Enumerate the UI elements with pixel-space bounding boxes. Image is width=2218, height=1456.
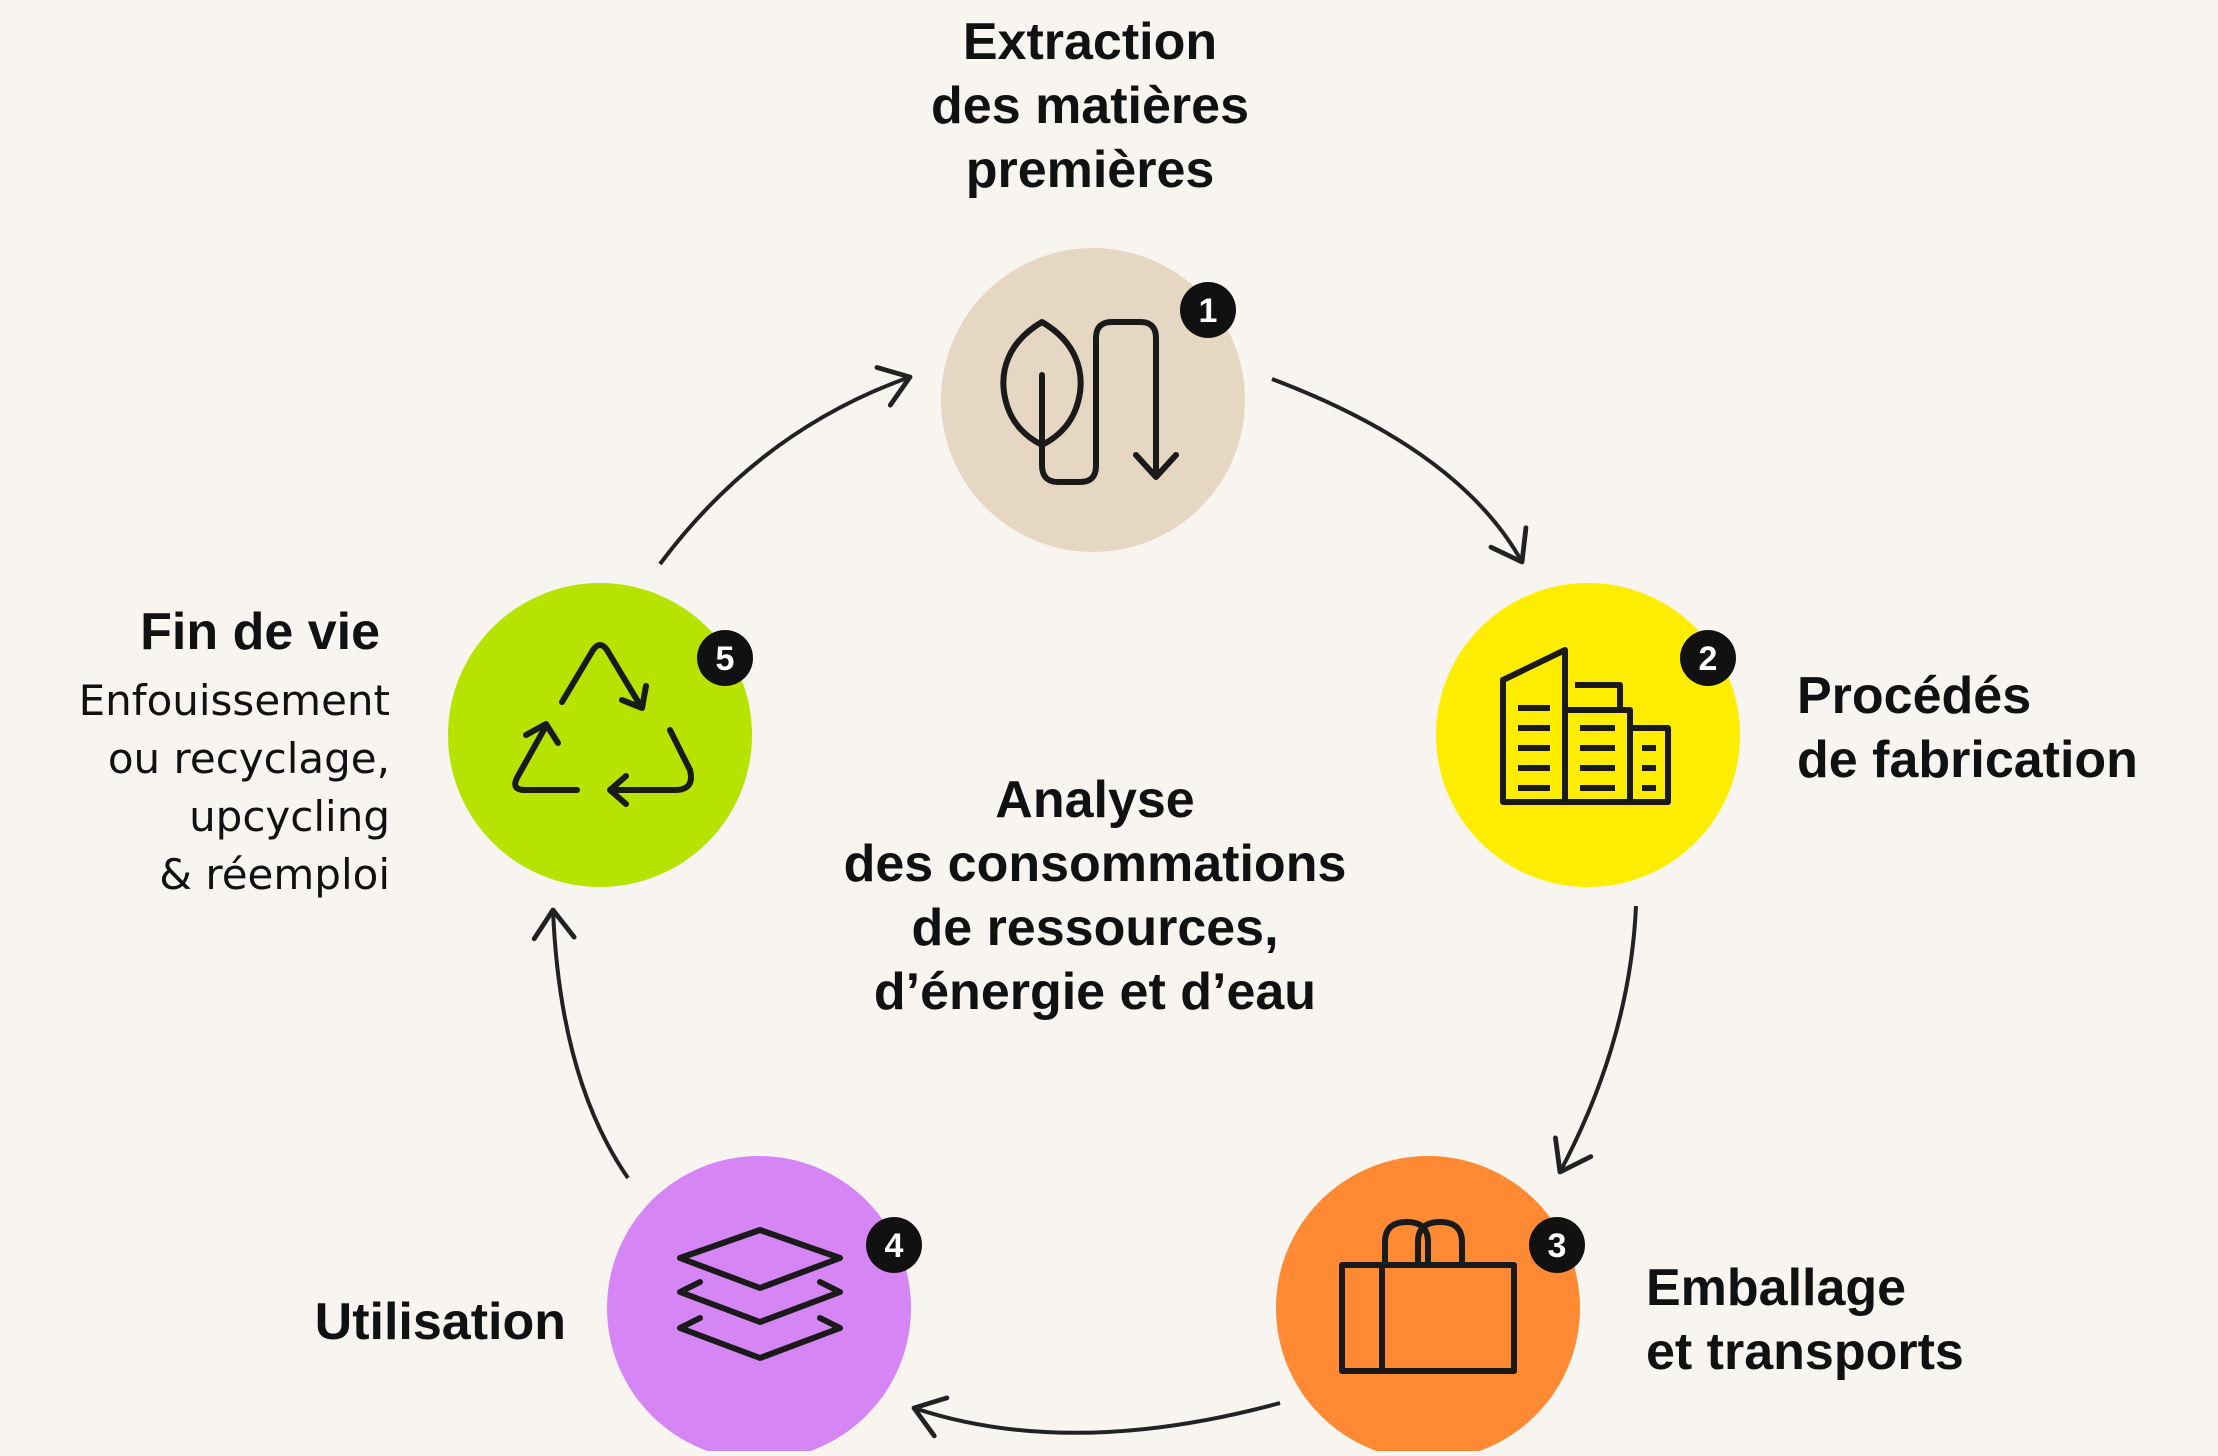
step-2-label: Procédés de fabrication (1797, 667, 2138, 789)
step-5-number: 5 (716, 640, 735, 678)
arrow-5-to-1 (658, 365, 913, 566)
step-2-circle (1436, 583, 1740, 887)
step-3-badge (1529, 1217, 1585, 1273)
arrow-3-to-4 (911, 1395, 1281, 1439)
step-4-badge (866, 1217, 922, 1273)
arrow-1-to-2 (1271, 377, 1529, 565)
step-5-label: Fin de vie (140, 603, 380, 661)
step-4-circle (607, 1156, 911, 1456)
recycle-icon (512, 642, 694, 807)
step-1-label: Extraction des matières premières (931, 13, 1249, 199)
step-5-badge (697, 630, 753, 686)
center-title: Analyse des consommations de ressources,… (843, 771, 1347, 1021)
leaf-arrows-icon (1000, 319, 1179, 485)
step-2-node: 2 (1436, 583, 1740, 887)
shopping-bag-icon (1339, 1219, 1517, 1374)
arrow-2-to-3 (1553, 905, 1638, 1175)
step-5-circle (448, 583, 752, 887)
step-3-number: 3 (1548, 1227, 1567, 1265)
step-3-circle (1276, 1156, 1580, 1456)
step-3-node: 3 (1276, 1156, 1585, 1456)
layers-icon (677, 1227, 843, 1361)
step-1-node: 1 (941, 248, 1245, 552)
step-4-number: 4 (885, 1227, 904, 1265)
step-3-label: Emballage et transports (1646, 1259, 1964, 1381)
step-4-label: Utilisation (314, 1293, 566, 1351)
buildings-icon (1500, 647, 1671, 805)
step-5-description: Enfouissement ou recyclage, upcycling & … (78, 676, 390, 899)
step-1-badge (1180, 282, 1236, 338)
step-4-node: 4 (607, 1156, 922, 1456)
arrow-4-to-5 (531, 907, 630, 1180)
step-5-node: 5 (448, 583, 753, 887)
step-2-number: 2 (1699, 640, 1718, 678)
step-1-number: 1 (1199, 292, 1218, 330)
step-2-badge (1680, 630, 1736, 686)
